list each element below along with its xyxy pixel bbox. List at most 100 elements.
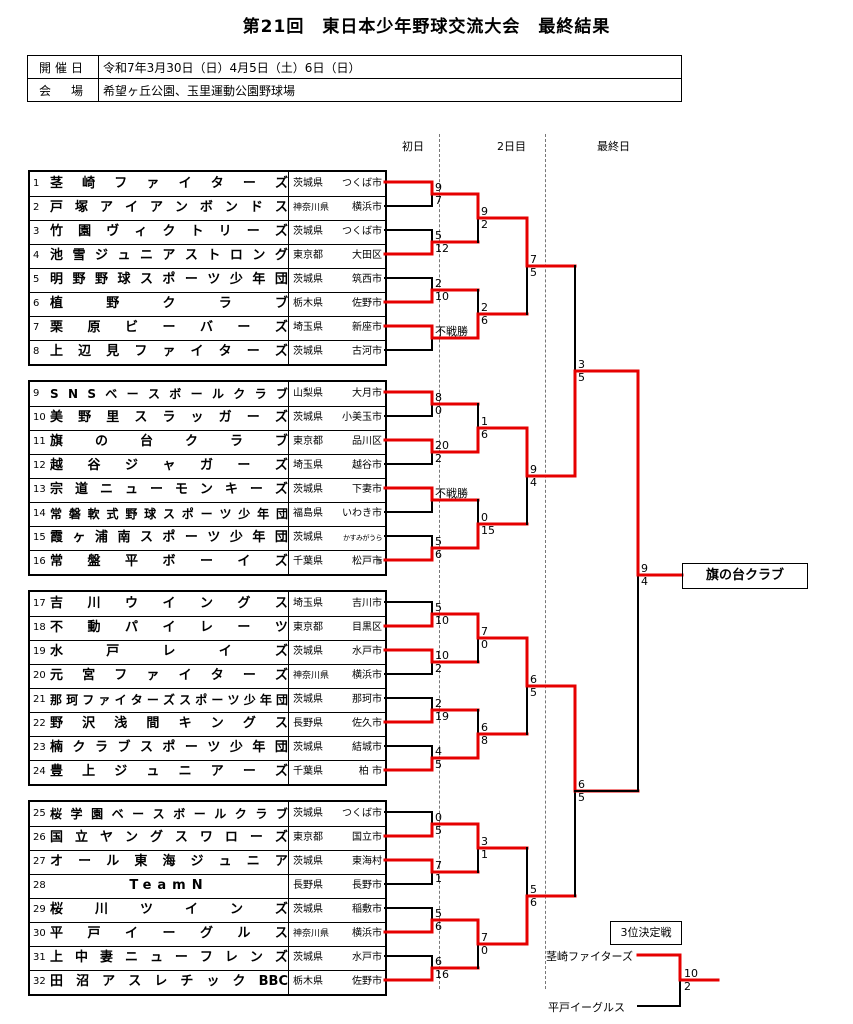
row-divider [30,664,385,665]
team-prefecture: 長野県 [293,880,323,891]
team-city: 品川区 [352,436,382,447]
team-name: 豊上ジュニアーズ [50,764,288,779]
score-label: 10 [435,290,449,303]
team-prefecture: 埼玉県 [293,460,323,471]
score-label: 7 [435,859,442,872]
team-city: 越谷市 [352,460,382,471]
team-prefecture: 千葉県 [293,766,323,777]
team-prefecture: 茨城県 [293,694,323,705]
score-label: 19 [435,710,449,723]
day3-header: 最終日 [597,140,630,153]
team-city: 柏 市 [358,766,382,777]
team-city: 稲敷市 [352,904,382,915]
team-prefecture: 埼玉県 [293,598,323,609]
team-prefecture: 茨城県 [293,484,323,495]
score-label: 2 [435,452,442,465]
champion-box: 旗の台クラブ [682,563,808,589]
team-name: 桜川ツインズ [50,902,288,917]
score-label: 1 [435,872,442,885]
score-label: 2 [481,301,488,314]
row-divider [30,196,385,197]
team-prefecture: 神奈川県 [293,203,330,213]
row-divider [30,550,385,551]
score-label: 6 [530,896,537,909]
team-city: 水戸市 [352,646,382,657]
team-number: 16 [33,556,46,567]
team-prefecture: 埼玉県 [293,322,323,333]
team-city: いわき市 [342,508,382,519]
day-divider [545,134,546,989]
team-number: 3 [33,226,40,237]
row-divider [30,826,385,827]
team-city: 筑西市 [352,274,382,285]
team-prefecture: 東京都 [293,832,323,843]
score-label: 9 [641,562,648,575]
score-label: 2 [481,218,488,231]
team-number: 19 [33,646,46,657]
score-label: 2 [435,662,442,675]
score-label: 6 [578,778,585,791]
score-label: 3 [578,358,585,371]
team-prefecture: 東京都 [293,250,323,261]
score-label: 1 [481,415,488,428]
score-label: 7 [481,625,488,638]
team-name: 戸塚アイアンボンドス [50,200,288,215]
team-prefecture: 茨城県 [293,808,323,819]
score-label: 5 [435,535,442,548]
team-number: 25 [33,808,46,819]
score-label: 5 [530,686,537,699]
team-number: 6 [33,298,40,309]
row-divider [30,454,385,455]
team-city: つくば市 [342,226,382,237]
team-city: 水戸市 [352,952,382,963]
team-city: 長野市 [352,880,382,891]
score-label: 9 [435,181,442,194]
score-label: 2 [435,277,442,290]
team-city: 目黒区 [352,622,382,633]
team-prefecture: 茨城県 [293,742,323,753]
team-name: 上辺見ファイターズ [50,344,288,359]
score-label: 3 [481,835,488,848]
team-name: 旗の台クラブ [50,434,288,449]
score-label: 16 [435,968,449,981]
team-number: 14 [33,508,46,519]
team-city: 吉川市 [352,598,382,609]
team-name: 吉川ウイングス [50,596,288,611]
venue-value: 希望ヶ丘公園、玉里運動公園野球場 [98,78,682,102]
team-number: 11 [33,436,46,447]
team-number: 15 [33,532,46,543]
score-label: 5 [435,601,442,614]
date-label: 開催日 [27,55,99,79]
team-name: 越谷ジャガーズ [50,458,288,473]
team-city: 下妻市 [352,484,382,495]
score-label: 0 [481,638,488,651]
team-name: TeamN [129,878,209,893]
team-prefecture: 山梨県 [293,388,323,399]
score-label: 0 [481,944,488,957]
score-label: 5 [578,371,585,384]
team-number: 1 [33,178,40,189]
team-city: かすみがうら市 [343,534,383,566]
team-number: 30 [33,928,46,939]
team-city: 大田区 [352,250,382,261]
team-prefecture: 福島県 [293,508,323,519]
row-divider [30,502,385,503]
team-name: 元宮ファイターズ [50,668,288,683]
team-prefecture: 千葉県 [293,556,323,567]
team-name: 那珂ファイターズスポーツ少年団 [50,693,288,707]
